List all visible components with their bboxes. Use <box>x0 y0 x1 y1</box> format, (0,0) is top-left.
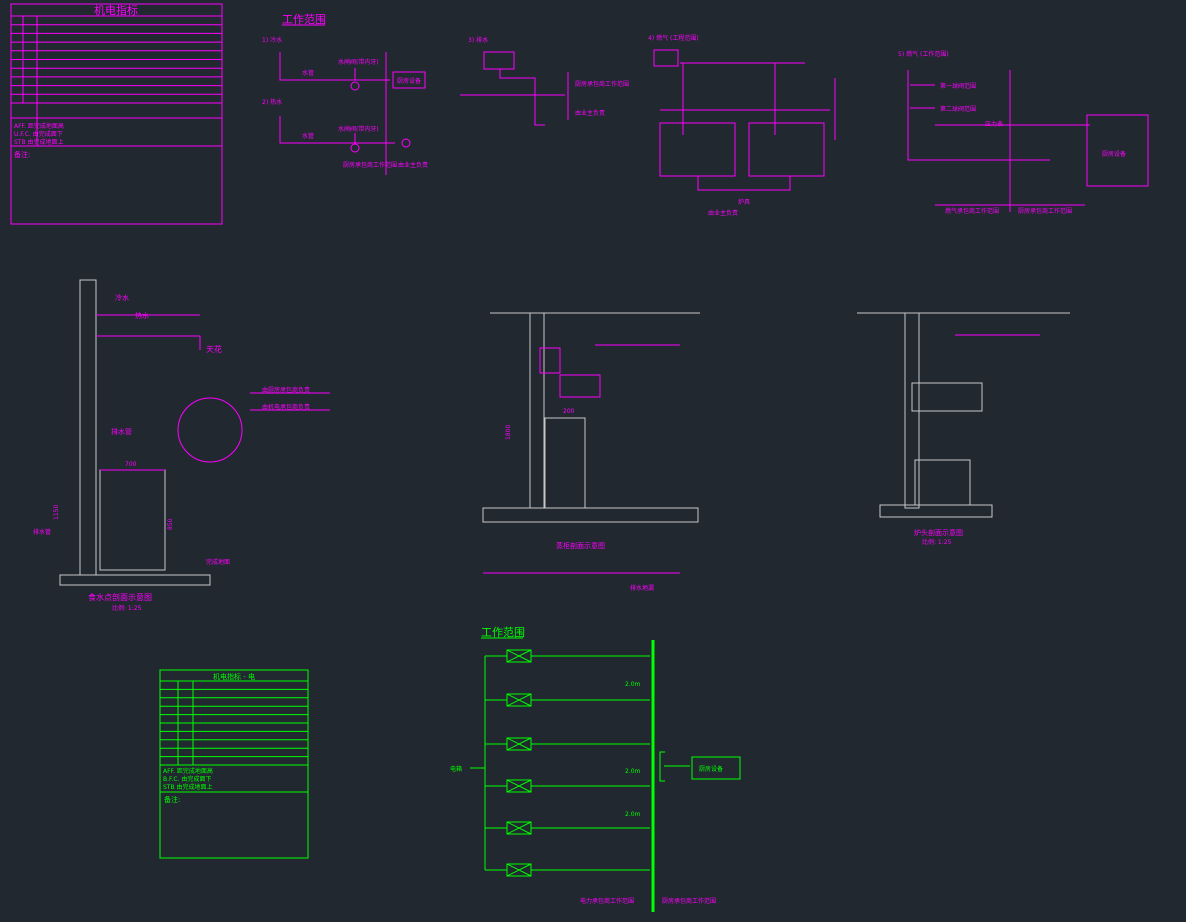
section-oven-title: 蒸柜剖面示意图 <box>556 541 605 550</box>
svg-text:厨房设备: 厨房设备 <box>1102 150 1126 158</box>
svg-text:厨房承包商工作范围: 厨房承包商工作范围 <box>1018 207 1072 215</box>
svg-text:水闸阀(带内牙): 水闸阀(带内牙) <box>338 125 379 133</box>
svg-text:200: 200 <box>563 408 575 415</box>
scope-item-gas-scope: 5) 燃气 (工作范围) <box>898 50 949 58</box>
svg-text:排水地漏: 排水地漏 <box>630 584 654 592</box>
svg-text:水管: 水管 <box>302 132 314 140</box>
legend-mep: 机电指标 AFF. 距完成地面高 U.F.C. 由完成面下 STB 由完成地面上… <box>10 3 223 225</box>
svg-text:由厨房承包商负责: 由厨房承包商负责 <box>262 386 310 394</box>
scope-item-cold-water: 1) 冷水 <box>262 36 282 44</box>
svg-text:STB 由完成地面上: STB 由完成地面上 <box>163 783 213 791</box>
svg-text:天花: 天花 <box>206 344 222 354</box>
section-range-title: 炉头剖面示意图 <box>914 528 963 537</box>
svg-text:由机电承包商负责: 由机电承包商负责 <box>262 403 310 411</box>
svg-text:700: 700 <box>125 461 137 468</box>
svg-text:由业主负责: 由业主负责 <box>398 161 428 169</box>
legend-elec-title: 机电指标 - 电 <box>213 672 255 681</box>
legend-electrical: 机电指标 - 电 AFF. 距完成地面高 B.F.C. 由完成面下 STB 由完… <box>159 669 309 859</box>
svg-text:1150: 1150 <box>53 505 60 520</box>
svg-text:水闸阀(带内牙): 水闸阀(带内牙) <box>338 58 379 66</box>
section-sink-scale: 比例: 1:25 <box>112 604 142 612</box>
svg-text:厨房承包商工作范围: 厨房承包商工作范围 <box>343 161 397 169</box>
svg-text:冷水: 冷水 <box>115 293 129 302</box>
legend-mep-abbr-1: AFF. 距完成地面高 <box>14 122 64 130</box>
svg-text:2.0m: 2.0m <box>625 681 641 688</box>
svg-text:由业主负责: 由业主负责 <box>575 109 605 117</box>
elec-breaker-diag <box>506 821 532 835</box>
elec-breaker-diag <box>506 779 532 793</box>
svg-text:2.0m: 2.0m <box>625 811 641 818</box>
svg-text:热水: 热水 <box>135 311 149 320</box>
section-oven: 200 1800 蒸柜剖面示意图 排水地漏 <box>482 312 700 592</box>
scope-item-gas-engineering: 4) 燃气 (工程范围) <box>648 34 699 42</box>
legend-mep-title: 机电指标 <box>94 3 138 17</box>
svg-text:B.F.C. 由完成面下: B.F.C. 由完成面下 <box>163 775 211 783</box>
work-scope-electrical: 工作范围 电箱 厨房设备 2.0m 2.0m 2.0m 电力承包商工作范围 厨房… <box>450 625 741 912</box>
svg-text:第一球阀范围: 第一球阀范围 <box>940 82 976 90</box>
svg-text:排水管: 排水管 <box>33 528 51 536</box>
section-sink: 冷水 热水 天花 由厨房承包商负责 由机电承包商负责 排水管 700 1150 … <box>33 279 330 612</box>
scope-item-hot-water: 2) 热水 <box>262 98 282 106</box>
elec-footer-left: 电力承包商工作范围 <box>580 897 634 905</box>
elec-breaker-diag <box>506 863 532 877</box>
section-range-scale: 比例: 1:25 <box>922 538 952 546</box>
svg-text:炉具: 炉具 <box>738 198 750 206</box>
svg-text:完成地面: 完成地面 <box>206 558 230 566</box>
svg-text:厨房承包商工作范围: 厨房承包商工作范围 <box>575 80 629 88</box>
legend-mep-abbr-2: U.F.C. 由完成面下 <box>14 130 63 138</box>
svg-text:厨房设备: 厨房设备 <box>397 77 421 85</box>
svg-text:排水管: 排水管 <box>111 427 132 436</box>
svg-text:850: 850 <box>167 518 174 530</box>
svg-text:燃气承包商工作范围: 燃气承包商工作范围 <box>945 207 999 215</box>
elec-source: 电箱 <box>450 765 462 773</box>
svg-text:2.0m: 2.0m <box>625 768 641 775</box>
elec-footer-right: 厨房承包商工作范围 <box>662 897 716 905</box>
svg-text:由业主负责: 由业主负责 <box>708 209 738 217</box>
svg-text:第二球阀范围: 第二球阀范围 <box>940 105 976 113</box>
svg-text:AFF. 距完成地面高: AFF. 距完成地面高 <box>163 767 213 775</box>
elec-breaker-diag <box>506 693 532 707</box>
section-sink-title: 食水点剖面示意图 <box>88 592 152 602</box>
svg-text:水管: 水管 <box>302 69 314 77</box>
elec-breaker-diag <box>506 649 532 663</box>
legend-elec-notes-heading: 备注: <box>164 795 180 804</box>
legend-mep-abbr-3: STB 由完成地面上 <box>14 138 64 146</box>
work-scope-top: 工作范围 1) 冷水 水管 水闸阀(带内牙) 厨房设备 2) 热水 水管 水闸阀… <box>262 12 1149 217</box>
section-range: 炉头剖面示意图 比例: 1:25 <box>857 312 1070 546</box>
scope-item-drain: 3) 排水 <box>468 36 488 44</box>
elec-kitchen-equipment: 厨房设备 <box>699 765 723 773</box>
work-scope-top-title: 工作范围 <box>282 12 326 26</box>
work-scope-elec-title: 工作范围 <box>481 625 525 639</box>
svg-text:压力表: 压力表 <box>985 120 1003 128</box>
svg-text:1800: 1800 <box>505 425 512 440</box>
legend-mep-notes-heading: 备注: <box>14 150 30 159</box>
elec-breaker-diag <box>506 737 532 751</box>
